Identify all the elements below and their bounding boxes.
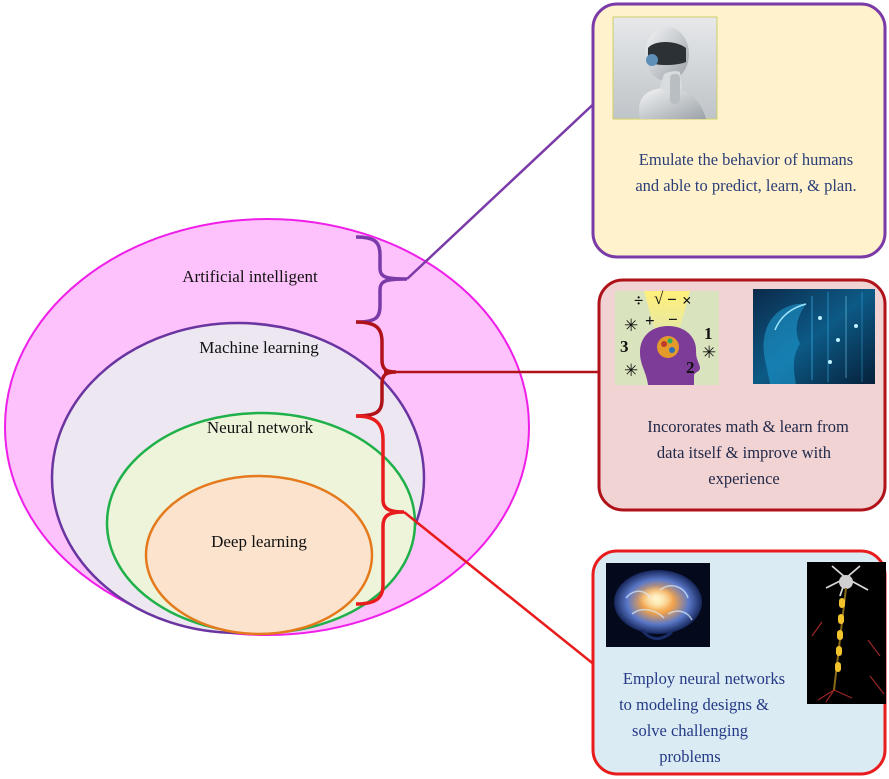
math-plus: + [645, 311, 655, 330]
svg-text:✳: ✳ [624, 316, 638, 335]
nn-box-line-2: to modeling designs & [619, 695, 769, 714]
math-minus: − [668, 310, 678, 329]
nn-box-line-3: solve challenging [632, 721, 748, 740]
math-two: 2 [686, 358, 695, 377]
nn-label: Neural network [207, 418, 314, 437]
math-root: √ [654, 289, 664, 308]
robot-thinking-image [612, 16, 718, 120]
neuron-image [807, 562, 886, 704]
ml-box-line-2: data itself & improve with [657, 443, 832, 462]
nn-box-line-1: Employ neural networks [623, 669, 785, 688]
math-three: 3 [620, 337, 629, 356]
dl-ellipse [144, 474, 374, 636]
svg-text:✳: ✳ [702, 343, 716, 362]
ml-label: Machine learning [199, 338, 319, 357]
glowing-brain-image [606, 563, 710, 647]
dl-label: Deep learning [211, 532, 307, 551]
math-head-image: ÷ √ − × + − 3 1 2 ✳ ✳ ✳ [615, 289, 719, 385]
ai-box-line-1: Emulate the behavior of humans [639, 150, 853, 169]
ai-label: Artificial intelligent [182, 267, 318, 286]
math-symbols: ÷ √ − × + − 3 1 2 [620, 289, 713, 377]
nn-box-line-4: problems [659, 747, 720, 766]
ai-connector [406, 96, 602, 280]
math-minus-top: − [667, 290, 677, 309]
svg-text:✳: ✳ [624, 361, 638, 380]
math-one: 1 [704, 324, 713, 343]
ml-box-line-1: Incororates math & learn from [647, 417, 849, 436]
math-times: × [682, 291, 692, 310]
ai-box-line-2: and able to predict, learn, & plan. [635, 176, 856, 195]
ml-box-line-3: experience [708, 469, 779, 488]
nn-connector [403, 511, 602, 671]
math-divide: ÷ [634, 291, 643, 310]
digital-face-image [753, 289, 875, 384]
